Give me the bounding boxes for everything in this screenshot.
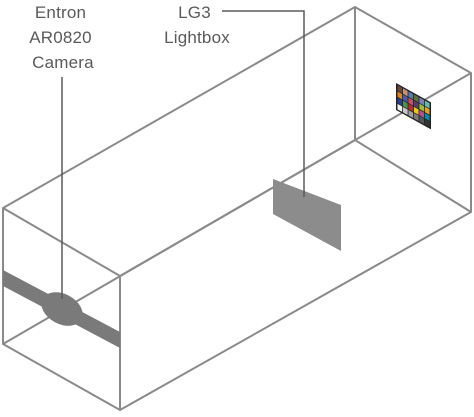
color-patch [419,103,425,112]
lightbox-label: LG3 Lightbox [164,3,230,47]
color-patch [402,94,408,103]
lightbox-label-line-1: LG3 [178,3,211,22]
color-patch [424,100,430,109]
color-patch [413,106,419,115]
color-patch [419,116,425,125]
color-patch [424,112,430,121]
color-patch [419,109,425,118]
camera-label: Entron AR0820 Camera [29,3,97,72]
color-patch [413,113,419,122]
camera-label-line-1: Entron [35,3,86,22]
camera-label-line-3: Camera [32,53,94,72]
color-patch [413,94,419,103]
color-patch [408,109,414,118]
color-patch [402,88,408,97]
color-patch [402,100,408,109]
color-patch [408,91,414,100]
color-patch [397,103,403,112]
camera-label-line-2: AR0820 [29,28,92,47]
color-patch [397,97,403,106]
color-patch [413,100,419,109]
color-patch [408,97,414,106]
color-patch [397,91,403,100]
color-patch [424,106,430,115]
color-patch [424,119,430,128]
color-patch [408,103,414,112]
lightbox-label-line-2: Lightbox [164,28,230,47]
leader-lines [61,10,305,299]
color-patch [419,97,425,106]
color-patch [402,106,408,115]
camera-body [41,292,83,326]
lightbox-target-plate [273,179,341,251]
lightbox-leader-line [222,10,305,197]
bottom-right-edge [119,211,472,411]
color-patch [397,85,403,94]
color-checker-chart [396,83,431,130]
